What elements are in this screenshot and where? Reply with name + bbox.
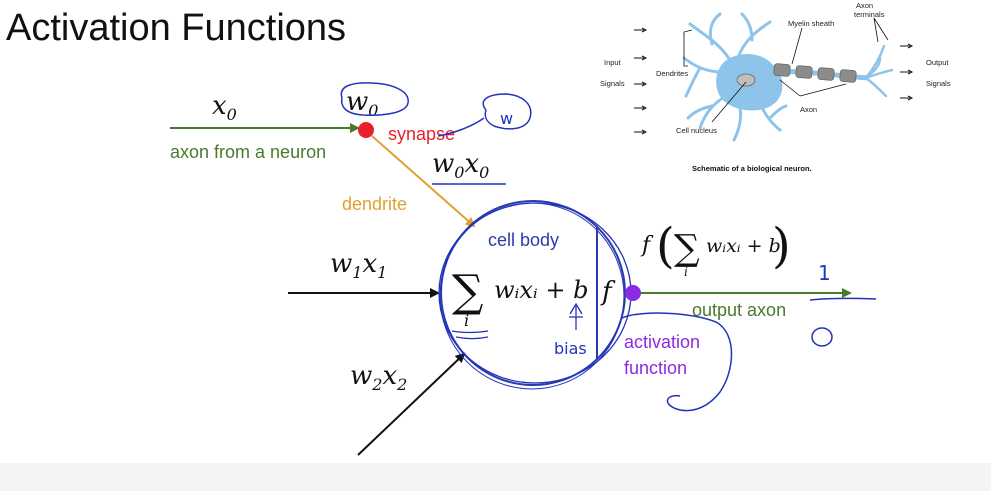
cell-body-label: cell body [488, 230, 559, 250]
cell-nucleus [736, 73, 756, 87]
svg-text:i: i [684, 265, 688, 279]
sum-term: wᵢxᵢ + b [494, 276, 588, 304]
dendrite-label: dendrite [342, 194, 407, 214]
w2x2-label: w2x2 [350, 361, 407, 394]
axon-label: Axon [800, 105, 817, 114]
dendrite-line [371, 135, 476, 228]
w0-pen-circle [340, 82, 409, 116]
w0-label: w0 [346, 87, 378, 120]
svg-text:∑: ∑ [674, 228, 700, 269]
slide-title: Activation Functions [6, 7, 347, 49]
zero-pen-note [811, 327, 833, 347]
cell-body-pen-circle-2 [439, 202, 625, 390]
f-symbol: f [600, 277, 616, 307]
activation-dot [625, 285, 641, 301]
activation-pen-loop [621, 312, 733, 412]
sum-index: i [464, 311, 469, 330]
signals-right-label: Signals [926, 79, 951, 88]
synapse-dot [358, 122, 374, 138]
svg-text:): ) [772, 218, 791, 274]
biological-neuron: Input Signals [600, 1, 951, 173]
output-arrows [900, 43, 914, 101]
w-pen-oval [482, 93, 532, 130]
sum-index-underline [451, 330, 489, 340]
bias-pen-arrow [569, 302, 583, 330]
svg-text:f: f [640, 233, 654, 258]
input-label: Input [604, 58, 622, 67]
w-pen-note: w [500, 109, 513, 128]
pointer-lines [683, 17, 889, 123]
bottom-band [0, 463, 991, 491]
w-pen-link [437, 117, 485, 137]
axon-terminals [864, 44, 894, 98]
w2-input-line [357, 352, 466, 456]
step-pen-line [809, 297, 877, 301]
output-axon-label: output axon [692, 300, 786, 320]
w0x0-label: w0x0 [432, 149, 489, 182]
dendrite-branches [682, 12, 788, 142]
axon-from-neuron-label: axon from a neuron [170, 142, 326, 162]
cell-nucleus-label: Cell nucleus [676, 126, 717, 135]
w1x1-label: w1x1 [330, 249, 387, 282]
activation-label: activation [624, 332, 700, 352]
axon-terminals-label-1: Axon [856, 1, 873, 10]
output-formula: f ( ∑ i wᵢxᵢ + b ) [640, 218, 791, 279]
myelin-sheaths [773, 63, 857, 83]
svg-text:(: ( [656, 218, 675, 274]
one-pen-note: 1 [818, 261, 831, 285]
dendrites-label: Dendrites [656, 69, 688, 78]
input-arrows [634, 27, 648, 135]
signals-left-label: Signals [600, 79, 625, 88]
svg-text:wᵢxᵢ + b: wᵢxᵢ + b [706, 235, 781, 257]
axon-terminals-label-2: terminals [854, 10, 885, 19]
biological-caption: Schematic of a biological neuron. [692, 164, 812, 173]
sum-symbol: ∑ [452, 266, 483, 317]
output-label: Output [926, 58, 949, 67]
x0-label: x0 [212, 91, 237, 124]
synapse-label: synapse [388, 124, 455, 144]
myelin-sheath-label: Myelin sheath [788, 19, 834, 28]
function-label: function [624, 358, 687, 378]
bias-pen-note: bias [554, 339, 587, 358]
